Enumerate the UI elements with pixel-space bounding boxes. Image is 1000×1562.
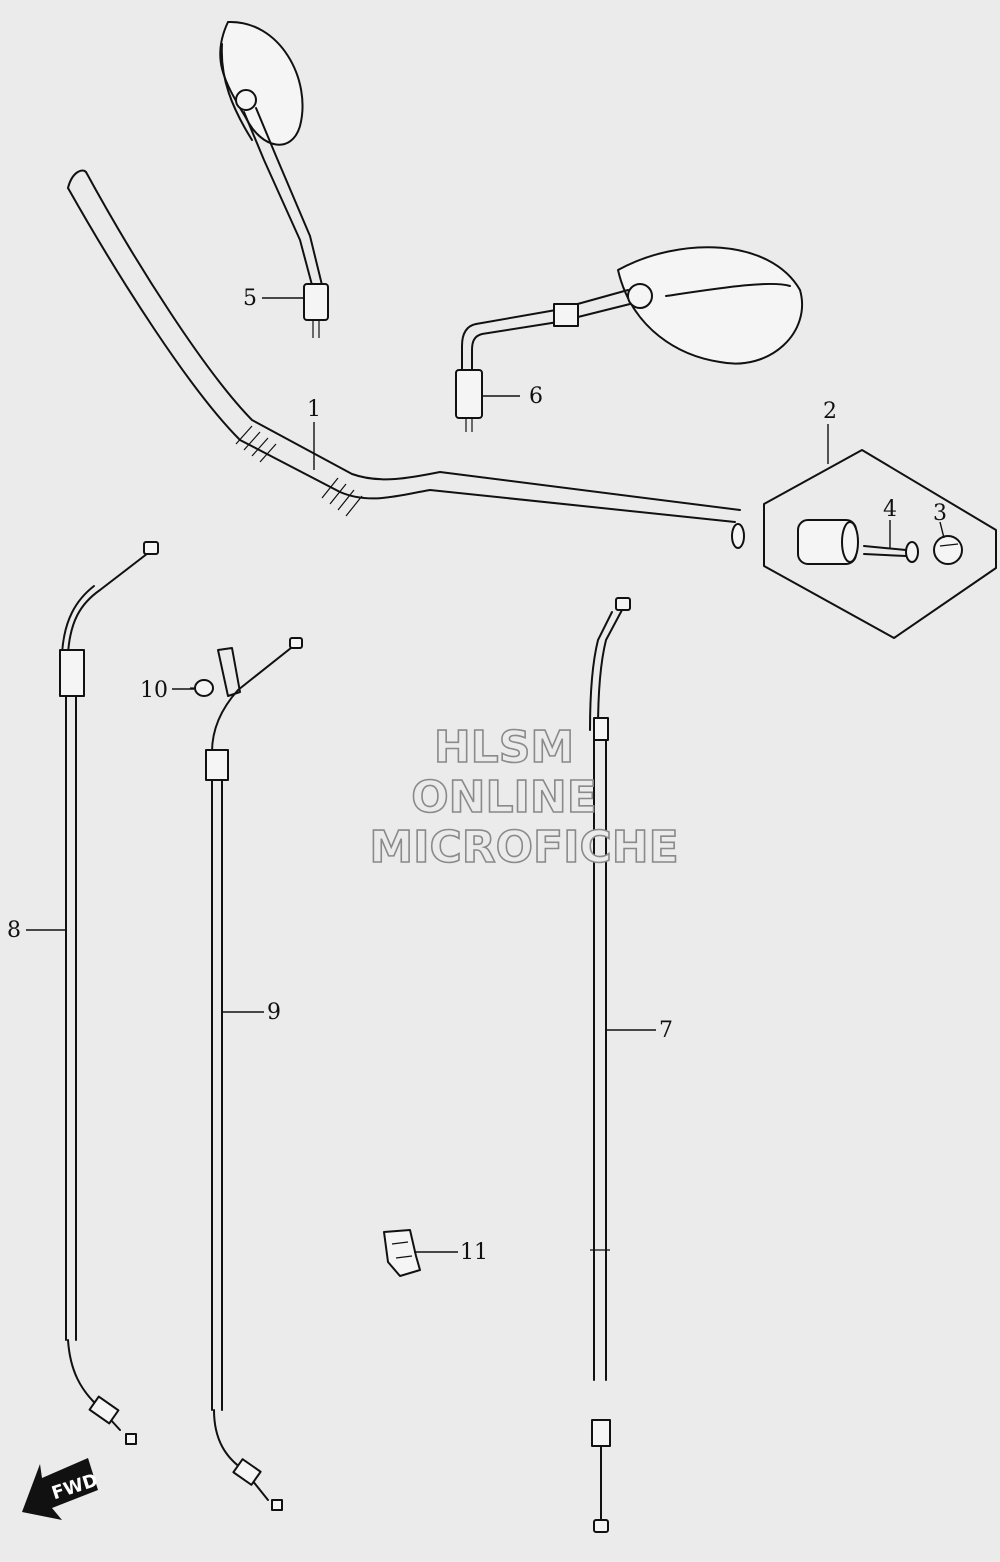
screw-part[interactable]: [190, 679, 214, 697]
callout-1: 1: [307, 397, 321, 422]
watermark-line-3: MICROFICHE: [369, 822, 678, 873]
left-mirror-part[interactable]: [219, 20, 329, 338]
throttle-cable-part[interactable]: [59, 541, 159, 1445]
leader-lines: [26, 297, 945, 1253]
balancer-nut-part[interactable]: [933, 535, 963, 565]
callout-4: 4: [883, 497, 897, 522]
callout-8: 8: [7, 918, 21, 943]
watermark: HLSM ONLINE MICROFICHE: [369, 721, 680, 874]
watermark-line-2: ONLINE: [411, 772, 597, 823]
clutch-cable-part[interactable]: [589, 597, 631, 1533]
callout-3: 3: [933, 501, 947, 526]
callout-10: 10: [140, 678, 168, 703]
callout-11: 11: [460, 1240, 488, 1265]
right-mirror-part[interactable]: [455, 246, 803, 432]
handlebar-balancer-assembly[interactable]: [763, 449, 997, 639]
callout-2: 2: [823, 399, 837, 424]
callout-9: 9: [267, 1000, 281, 1025]
balancer-screw-part[interactable]: [863, 541, 919, 563]
callout-6: 6: [529, 384, 543, 409]
forward-direction-arrow: FWD: [22, 1458, 100, 1520]
handlebar-part[interactable]: [67, 169, 745, 549]
return-cable-part[interactable]: [205, 637, 303, 1511]
callout-numbers: 1 2 3 4 5 6 7 8 9 10 11: [7, 286, 947, 1265]
watermark-line-1: HLSM: [434, 722, 574, 773]
cable-clamp-part[interactable]: [383, 1229, 421, 1277]
callout-7: 7: [659, 1018, 673, 1043]
callout-5: 5: [243, 286, 257, 311]
